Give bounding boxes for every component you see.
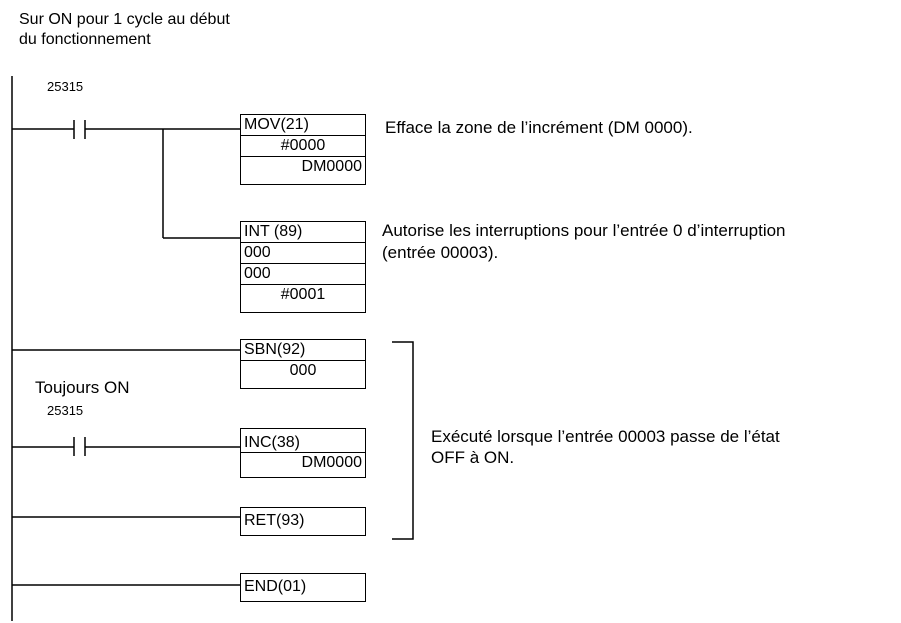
int-operand-1: 000 xyxy=(241,243,365,264)
inc-operand-1: DM0000 xyxy=(301,454,362,471)
sbn-instruction-block: SBN(92) 000 xyxy=(240,339,366,389)
inc-opcode: INC(38) xyxy=(241,429,365,453)
subroutine-note-line-2: OFF à ON. xyxy=(431,448,515,467)
contact-2-address: 25315 xyxy=(47,403,84,418)
mov-operand-2: DM0000 xyxy=(301,158,362,175)
int-operand-2: 000 xyxy=(241,264,365,285)
int-note-line-2: (entrée 00003). xyxy=(382,243,499,262)
mov-opcode: MOV(21) xyxy=(241,115,365,136)
always-on-label: Toujours ON xyxy=(35,378,130,397)
mov-instruction-block: MOV(21) #0000 DM0000 xyxy=(240,114,366,185)
subroutine-bracket xyxy=(392,341,414,540)
end-opcode: END(01) xyxy=(244,578,307,595)
contact-1-address: 25315 xyxy=(47,79,84,94)
mov-operand-1: #0000 xyxy=(241,136,365,157)
ret-instruction-block: RET(93) xyxy=(240,507,366,536)
int-operand-3: #0001 xyxy=(280,286,326,303)
int-note-line-1: Autorise les interruptions pour l’entrée… xyxy=(382,221,786,240)
header-line-2: du fonctionnement xyxy=(19,31,151,48)
mov-note: Efface la zone de l’incrément (DM 0000). xyxy=(385,118,693,137)
int-opcode: INT (89) xyxy=(241,222,365,243)
subroutine-note-line-1: Exécuté lorsque l’entrée 00003 passe de … xyxy=(431,427,780,446)
sbn-operand-1: 000 xyxy=(289,362,317,379)
header-line-1: Sur ON pour 1 cycle au début xyxy=(19,11,230,28)
int-instruction-block: INT (89) 000 000 #0001 xyxy=(240,221,366,313)
end-instruction-block: END(01) xyxy=(240,573,366,602)
ret-opcode: RET(93) xyxy=(244,512,305,529)
inc-instruction-block: INC(38) DM0000 xyxy=(240,428,366,478)
sbn-opcode: SBN(92) xyxy=(241,340,365,361)
